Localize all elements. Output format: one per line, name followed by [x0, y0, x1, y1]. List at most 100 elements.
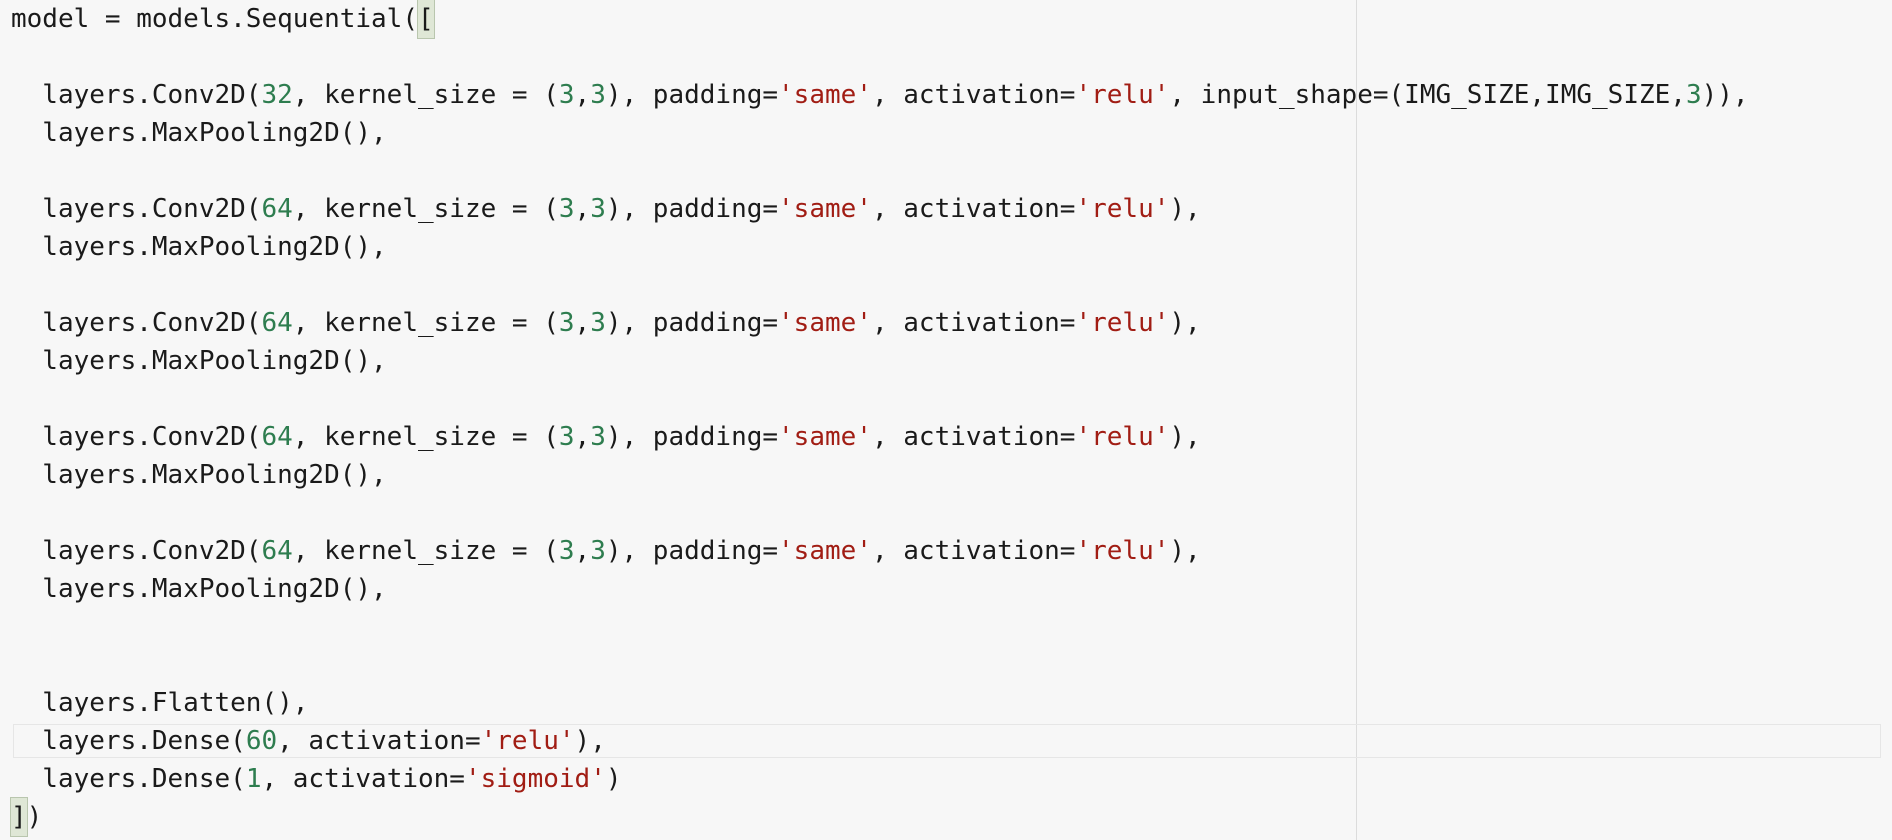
string-token: 'relu'	[1075, 194, 1170, 224]
number-token: 3	[558, 80, 575, 110]
column-ruler	[1356, 0, 1357, 840]
code-line[interactable]: layers.MaxPooling2D(),	[11, 342, 1881, 380]
code-line[interactable]	[11, 646, 1881, 684]
code-line[interactable]	[11, 38, 1881, 76]
code-line[interactable]	[11, 608, 1881, 646]
code-token: , input_shape=(IMG_SIZE,IMG_SIZE,	[1169, 80, 1686, 110]
code-token: )	[605, 764, 622, 794]
string-token: 'same'	[778, 308, 872, 338]
code-line[interactable]	[11, 494, 1881, 532]
code-line[interactable]: layers.Conv2D(64, kernel_size = (3,3), p…	[11, 190, 1881, 228]
code-token: , kernel_size = (	[292, 194, 559, 224]
code-area[interactable]: model = models.Sequential([ layers.Conv2…	[10, 0, 1881, 837]
code-token: layers.Conv2D(	[11, 80, 262, 110]
number-token: 3	[590, 80, 606, 110]
code-token: layers.MaxPooling2D(),	[11, 460, 387, 490]
code-line[interactable]: model = models.Sequential([	[11, 0, 1881, 39]
code-token: ,	[574, 194, 591, 224]
code-token: layers.MaxPooling2D(),	[11, 574, 387, 604]
code-token: , activation=	[261, 764, 465, 794]
string-token: 'relu'	[1075, 536, 1170, 566]
number-token: 60	[245, 726, 278, 756]
code-token: ),	[1169, 536, 1201, 566]
matched-bracket: [	[417, 0, 435, 39]
code-token: layers.Conv2D(	[11, 308, 262, 338]
code-token: , kernel_size = (	[292, 536, 559, 566]
number-token: 3	[558, 308, 575, 338]
code-line[interactable]: layers.MaxPooling2D(),	[11, 114, 1881, 152]
number-token: 3	[1685, 80, 1702, 110]
number-token: 3	[590, 194, 606, 224]
number-token: 32	[261, 80, 293, 110]
code-line[interactable]: ])	[10, 797, 1881, 837]
code-token: layers.Dense(	[11, 726, 246, 756]
code-line[interactable]: layers.Conv2D(64, kernel_size = (3,3), p…	[11, 532, 1881, 570]
number-token: 64	[261, 422, 293, 452]
code-line[interactable]: layers.MaxPooling2D(),	[11, 456, 1881, 494]
code-token: layers.Conv2D(	[11, 422, 262, 452]
number-token: 3	[590, 536, 606, 566]
string-token: 'same'	[778, 422, 872, 452]
matched-bracket: ]	[10, 797, 28, 837]
string-token: 'relu'	[480, 726, 575, 756]
number-token: 64	[261, 194, 293, 224]
string-token: 'same'	[778, 536, 872, 566]
string-token: 'relu'	[1075, 422, 1170, 452]
code-line[interactable]	[11, 266, 1881, 304]
code-token: ,	[574, 422, 591, 452]
code-token: ), padding=	[605, 194, 779, 224]
code-line[interactable]	[11, 380, 1881, 418]
code-line[interactable]: layers.Conv2D(64, kernel_size = (3,3), p…	[11, 304, 1881, 342]
number-token: 3	[590, 308, 606, 338]
code-token: ,	[574, 308, 591, 338]
code-token: layers.Conv2D(	[11, 194, 262, 224]
code-token: )	[26, 802, 43, 832]
number-token: 3	[558, 536, 575, 566]
code-line[interactable]: layers.Conv2D(64, kernel_size = (3,3), p…	[11, 418, 1881, 456]
string-token: 'same'	[778, 194, 872, 224]
number-token: 3	[558, 422, 575, 452]
code-token: ), padding=	[605, 308, 779, 338]
code-token: layers.Conv2D(	[11, 536, 262, 566]
code-token: , activation=	[871, 536, 1076, 566]
code-token: , activation=	[871, 80, 1076, 110]
code-line[interactable]: layers.MaxPooling2D(),	[11, 570, 1881, 608]
code-token: , activation=	[871, 308, 1076, 338]
code-token: , kernel_size = (	[292, 422, 559, 452]
code-token: layers.Dense(	[11, 764, 246, 794]
number-token: 64	[261, 308, 293, 338]
code-token: ), padding=	[605, 80, 779, 110]
code-token: layers.Flatten(),	[11, 688, 309, 718]
number-token: 64	[261, 536, 293, 566]
code-token: ),	[1169, 194, 1201, 224]
code-line[interactable]: layers.Dense(1, activation='sigmoid')	[11, 760, 1881, 798]
code-token: ),	[1169, 308, 1201, 338]
code-line[interactable]: layers.Flatten(),	[11, 684, 1881, 722]
code-token: ),	[1169, 422, 1201, 452]
string-token: 'relu'	[1075, 80, 1170, 110]
code-token: layers.MaxPooling2D(),	[11, 118, 387, 148]
code-token: ,	[574, 536, 591, 566]
string-token: 'sigmoid'	[464, 764, 606, 794]
code-line[interactable]	[11, 152, 1881, 190]
code-token: ,	[574, 80, 591, 110]
code-token: , kernel_size = (	[292, 80, 559, 110]
number-token: 3	[558, 194, 575, 224]
code-token: )),	[1701, 80, 1749, 110]
code-token: layers.MaxPooling2D(),	[11, 346, 387, 376]
code-token: model = models.Sequential(	[11, 4, 418, 34]
code-token: layers.MaxPooling2D(),	[11, 232, 387, 262]
code-line[interactable]: layers.Dense(60, activation='relu'),	[11, 722, 1881, 760]
number-token: 3	[590, 422, 606, 452]
string-token: 'same'	[778, 80, 872, 110]
code-token: ), padding=	[605, 536, 779, 566]
code-line[interactable]: layers.Conv2D(32, kernel_size = (3,3), p…	[11, 76, 1881, 114]
code-token: , activation=	[871, 422, 1076, 452]
code-line[interactable]: layers.MaxPooling2D(),	[11, 228, 1881, 266]
code-token: , kernel_size = (	[292, 308, 559, 338]
code-token: , activation=	[871, 194, 1076, 224]
code-token: ), padding=	[605, 422, 779, 452]
code-token: , activation=	[277, 726, 481, 756]
number-token: 1	[245, 764, 262, 794]
